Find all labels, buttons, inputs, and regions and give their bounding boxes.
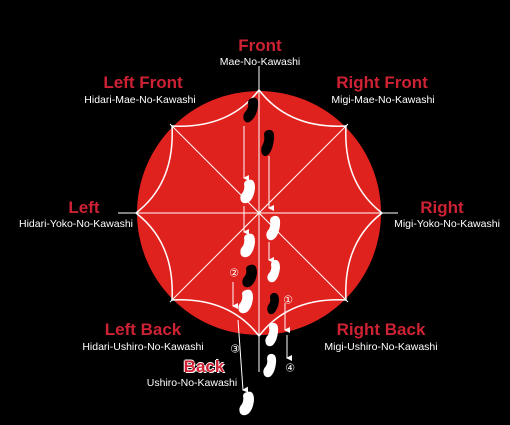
label-left-sub: Hidari-Yoko-No-Kawashi <box>19 218 133 230</box>
arrow-step-3 <box>237 319 249 393</box>
footprint-black <box>261 129 275 156</box>
footprint-white <box>239 391 254 416</box>
label-right: Right <box>420 198 464 217</box>
footprint-black <box>267 292 279 315</box>
label-right-sub: Migi-Yoko-No-Kawashi <box>394 218 500 230</box>
footprint-white <box>265 322 279 347</box>
footprint-white <box>240 179 255 204</box>
footprint-black <box>243 97 259 123</box>
label-back: Back <box>183 357 225 376</box>
step-arrows <box>232 126 292 393</box>
step-marker-1: ① <box>283 294 293 307</box>
step-marker-4: ④ <box>285 362 295 375</box>
footprint-white <box>238 289 253 314</box>
footprint-white <box>267 259 280 283</box>
step-marker-3: ③ <box>230 343 240 356</box>
label-left: Left <box>68 198 100 217</box>
label-left-back: Left Back <box>104 320 182 339</box>
label-right-front: Right Front <box>336 73 428 92</box>
direction-lines <box>118 66 398 372</box>
footprint-white <box>266 215 281 241</box>
label-front-sub: Mae-No-Kawashi <box>219 56 301 68</box>
line-diag-2 <box>169 123 349 303</box>
label-left-back-sub: Hidari-Ushiro-No-Kawashi <box>82 341 204 353</box>
footprint-black <box>242 264 257 288</box>
label-right-front-sub: Migi-Mae-No-Kawashi <box>331 94 435 106</box>
step-marker-2: ② <box>229 267 239 280</box>
footprints <box>238 97 281 416</box>
octagram-outline <box>134 88 384 338</box>
label-left-front: Left Front <box>103 73 183 92</box>
label-right-back-sub: Migi-Ushiro-No-Kawashi <box>324 341 438 353</box>
footprint-white <box>240 233 255 258</box>
label-back-sub: Ushiro-No-Kawashi <box>146 377 238 389</box>
label-right-back: Right Back <box>336 320 426 339</box>
label-left-front-sub: Hidari-Mae-No-Kawashi <box>84 94 196 106</box>
footprint-white <box>263 353 277 378</box>
label-front: Front <box>238 36 282 55</box>
